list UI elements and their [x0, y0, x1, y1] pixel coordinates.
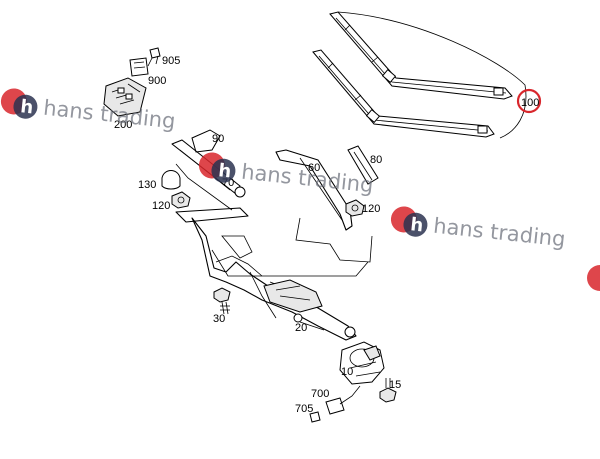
- linkage-frame-20[interactable]: [175, 207, 357, 341]
- wiper-blade-upper[interactable]: [329, 11, 513, 100]
- callout-20[interactable]: 20: [295, 322, 307, 334]
- callout-15[interactable]: 15: [389, 379, 401, 391]
- connector-700[interactable]: [325, 385, 361, 415]
- callout-705[interactable]: 705: [295, 403, 313, 415]
- watermark-1: h hans trading: [0, 88, 177, 133]
- leader-frame-left: [175, 163, 233, 211]
- callout-30[interactable]: 30: [213, 313, 225, 325]
- callout-120-left[interactable]: 120: [152, 200, 170, 212]
- callout-120-right[interactable]: 120: [362, 203, 380, 215]
- callout-200[interactable]: 200: [114, 119, 132, 131]
- callout-60[interactable]: 60: [308, 162, 320, 174]
- nut-120-right[interactable]: [345, 199, 365, 217]
- wiper-motor-10[interactable]: [339, 341, 385, 385]
- connector-905[interactable]: [147, 47, 161, 67]
- nut-120-left[interactable]: [171, 191, 191, 209]
- cap-130[interactable]: [161, 170, 181, 190]
- callout-700[interactable]: 700: [311, 388, 329, 400]
- callout-130[interactable]: 130: [138, 179, 156, 191]
- watermark-text: hans trading: [432, 214, 566, 252]
- callout-10[interactable]: 10: [341, 366, 353, 378]
- wiper-blade-lower[interactable]: [312, 49, 495, 138]
- connector-705[interactable]: [309, 411, 321, 423]
- watermark-4-partial: [587, 265, 600, 291]
- callout-905[interactable]: 905: [162, 55, 180, 67]
- watermark-logo-icon: h: [198, 152, 236, 183]
- wiper-arm-60[interactable]: [275, 149, 353, 231]
- cover-80[interactable]: [347, 145, 379, 185]
- callout-900[interactable]: 900: [148, 75, 166, 87]
- callout-90[interactable]: 90: [212, 133, 224, 145]
- highlight-ring-100: [516, 88, 542, 114]
- svg-text:h: h: [217, 160, 232, 182]
- watermark-logo-icon: h: [0, 88, 38, 119]
- leader-frame-right: [295, 217, 373, 263]
- wiper-arm-cover-90[interactable]: [191, 129, 221, 153]
- callout-100[interactable]: 100: [521, 97, 539, 109]
- leader-frame-rear: [211, 249, 369, 277]
- blade-group-bracket: [337, 11, 527, 139]
- watermark-2: h hans trading: [198, 152, 375, 197]
- bolt-15[interactable]: [379, 378, 397, 403]
- svg-text:h: h: [409, 214, 424, 236]
- bolt-30[interactable]: [213, 287, 231, 315]
- watermark-logo-icon: h: [390, 206, 428, 237]
- watermark-logo-icon: [587, 265, 600, 291]
- watermark-3: h hans trading: [390, 206, 567, 252]
- callout-80[interactable]: 80: [370, 154, 382, 166]
- connector-900[interactable]: [129, 57, 149, 77]
- relay-box-200[interactable]: [103, 77, 147, 117]
- svg-text:h: h: [19, 96, 34, 118]
